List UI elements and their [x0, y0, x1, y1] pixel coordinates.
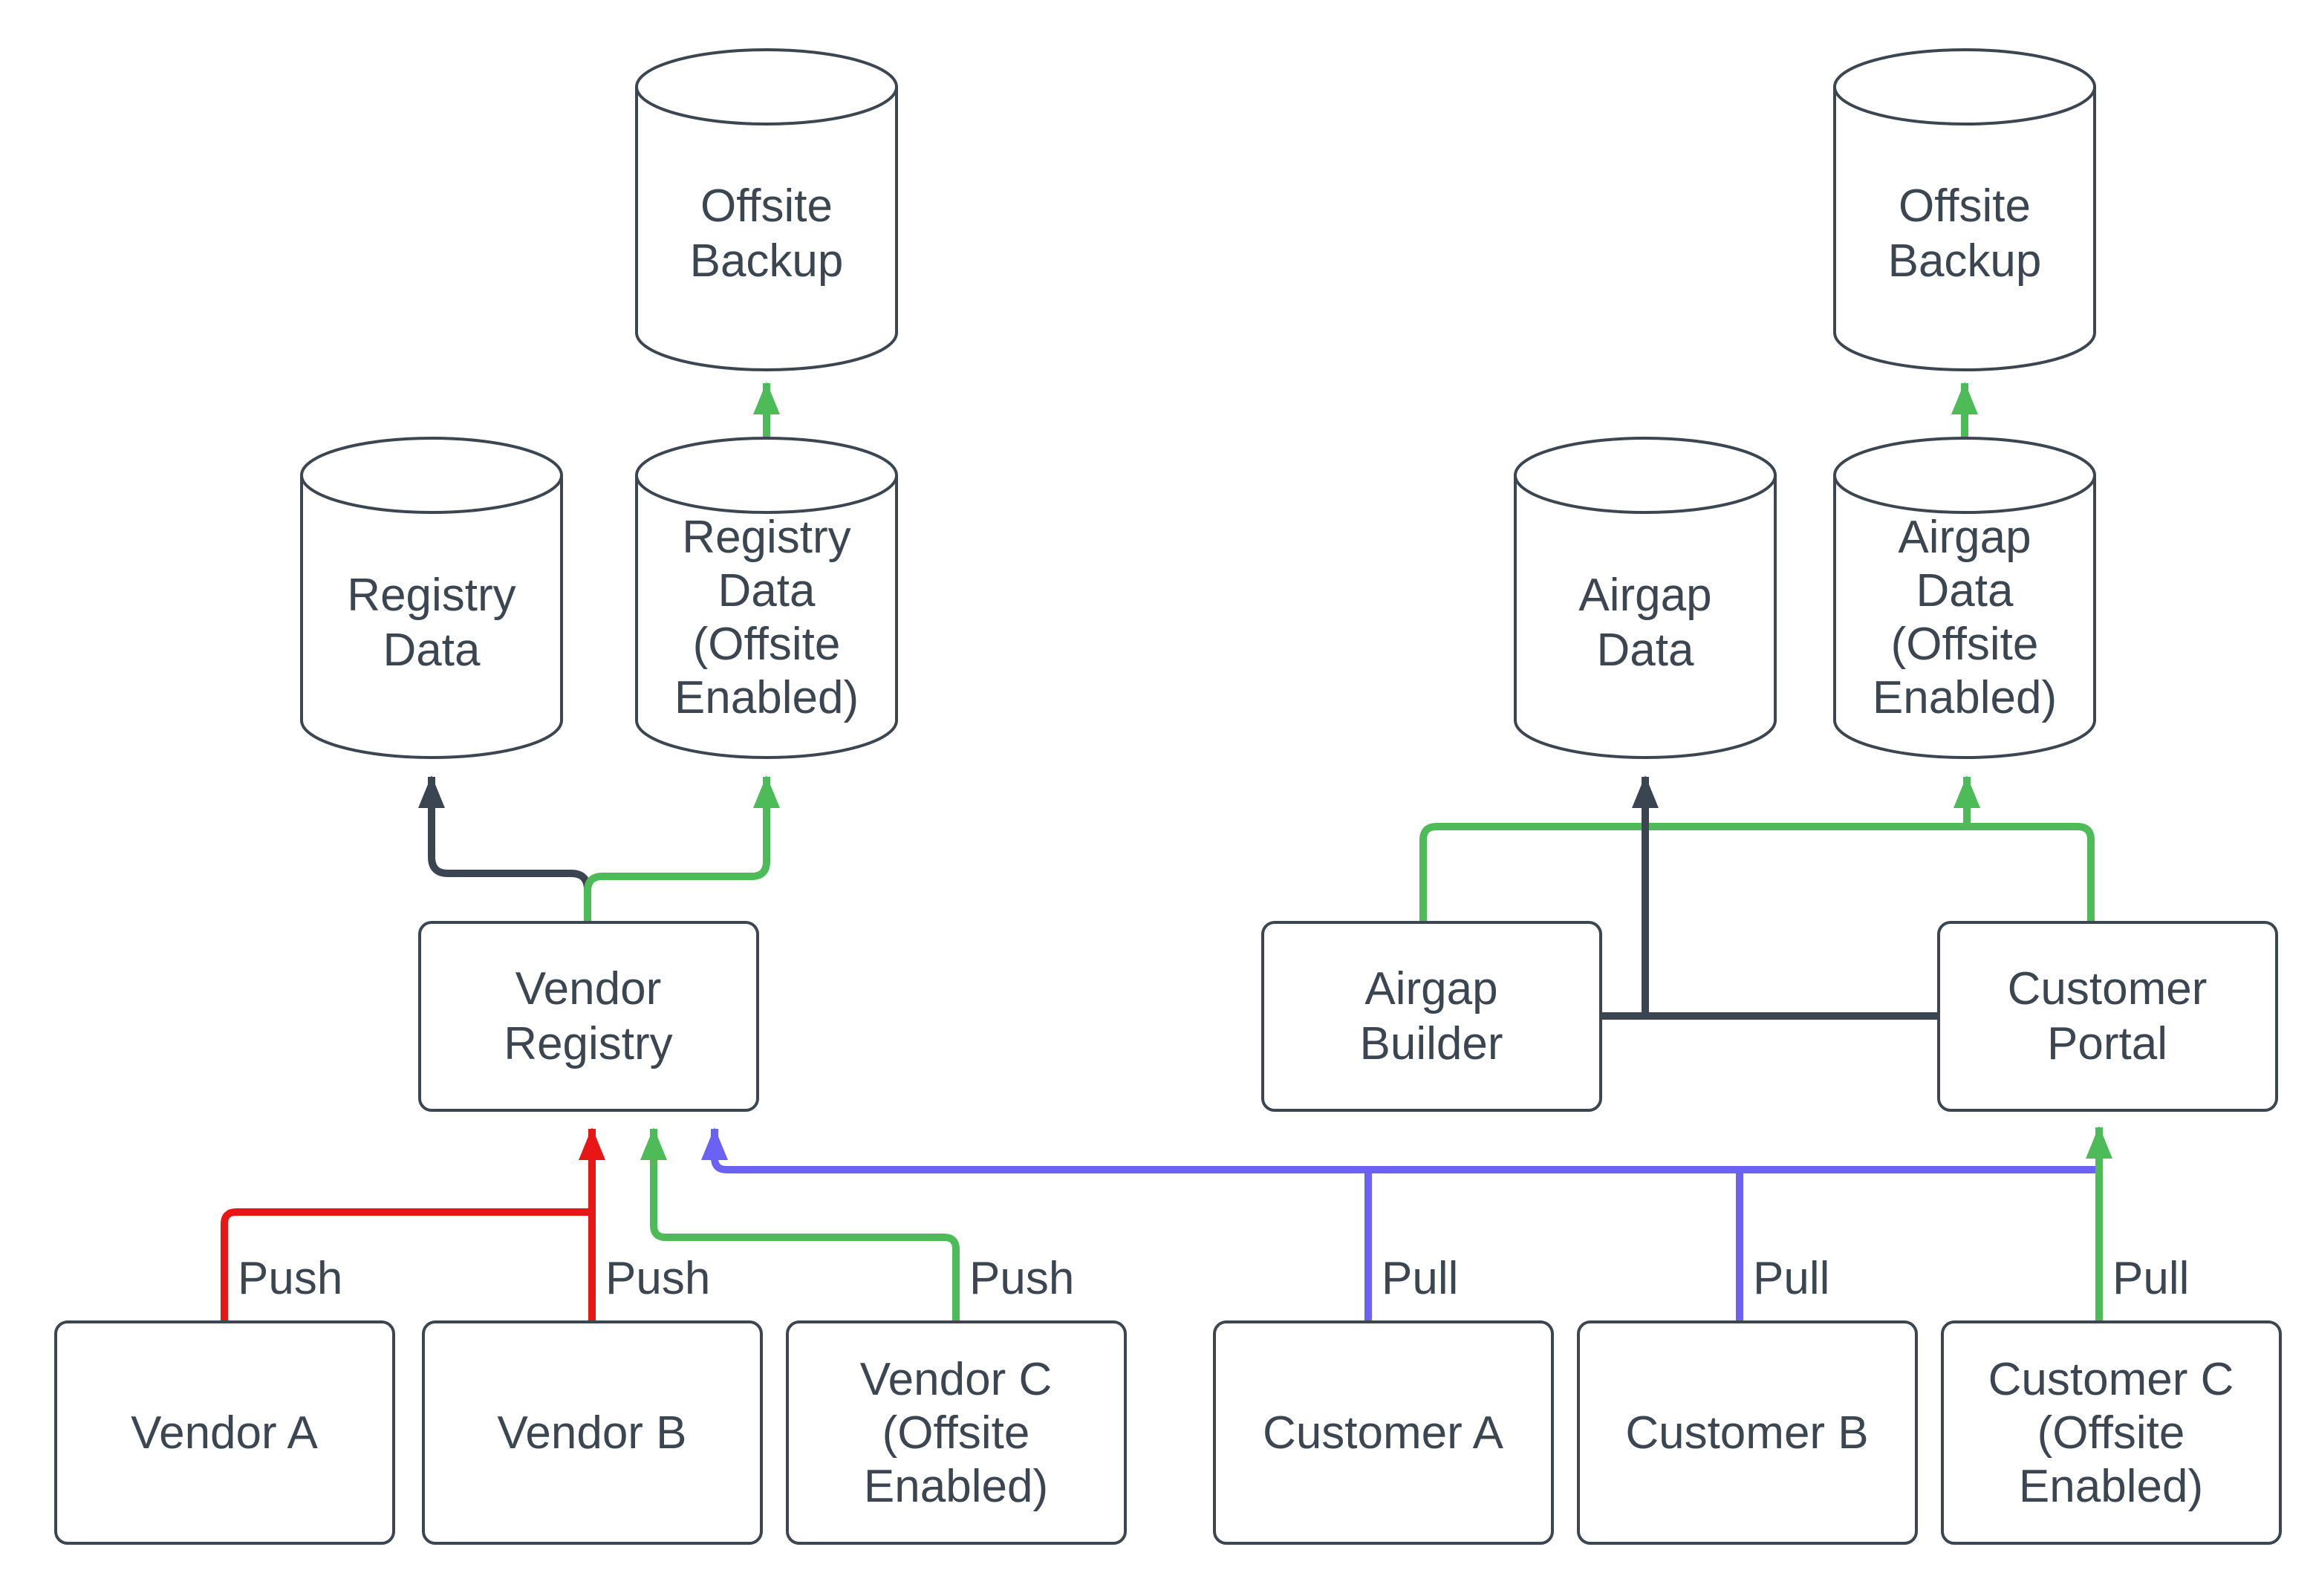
- node-label: Registry: [504, 1018, 672, 1069]
- node-airgap-data-offsite: Airgap Data (Offsite Enabled): [1833, 437, 2096, 759]
- node-customer-a: Customer A: [1213, 1320, 1554, 1545]
- cylinder-top: [635, 437, 898, 514]
- node-label: Builder: [1360, 1018, 1503, 1069]
- box: [418, 921, 759, 1112]
- node-label: (Offsite: [693, 619, 841, 670]
- cylinder-top: [1833, 437, 2096, 514]
- node-label: Backup: [690, 235, 844, 287]
- edge-vendor-a-push: [221, 1208, 592, 1322]
- node-vendor-registry: Vendor Registry: [418, 921, 759, 1112]
- node-label: Offsite: [1899, 180, 2031, 232]
- edge-vendor-registry-to-registry-data: [418, 775, 591, 890]
- node-offsite-backup-right: Offsite Backup: [1833, 48, 2096, 371]
- edge-label-pull-customer-b: Pull: [1753, 1253, 1829, 1304]
- cylinder-top: [1514, 437, 1777, 514]
- edge-label-push-vendor-a: Push: [238, 1253, 342, 1304]
- node-vendor-a: Vendor A: [54, 1320, 395, 1545]
- node-label: Airgap: [1898, 512, 2031, 563]
- node-label: Airgap: [1364, 963, 1497, 1014]
- cylinder-body: [1833, 475, 2096, 759]
- edge-green-airgap-offsite: [1419, 775, 2095, 922]
- cylinder-body: [1514, 475, 1777, 759]
- node-label: Vendor B: [497, 1407, 686, 1459]
- cylinder-top: [300, 437, 563, 514]
- node-label: (Offsite: [1891, 619, 2039, 670]
- node-label: Enabled): [2019, 1461, 2203, 1512]
- cylinder-body: [300, 475, 563, 759]
- cylinder-body: [1833, 87, 2096, 371]
- node-label: Enabled): [864, 1461, 1048, 1512]
- node-label: Customer C: [1988, 1354, 2234, 1405]
- node-label: Data: [718, 565, 816, 616]
- box: [1577, 1320, 1918, 1545]
- cylinder-body: [635, 87, 898, 371]
- box: [786, 1320, 1127, 1545]
- edge-pull-bus-to-vendor-registry: [701, 1127, 2099, 1173]
- node-label: (Offsite: [2037, 1407, 2185, 1459]
- cylinder-top: [1833, 48, 2096, 126]
- node-customer-c: Customer C (Offsite Enabled): [1941, 1320, 2282, 1545]
- node-label: Registry: [682, 512, 850, 563]
- box: [1941, 1320, 2282, 1545]
- node-label: Offsite: [700, 180, 833, 232]
- node-label: Customer B: [1625, 1407, 1868, 1459]
- edge-label-push-vendor-c: Push: [969, 1253, 1074, 1304]
- edge-vendor-c-push: [640, 1127, 960, 1322]
- edge-label-pull-customer-a: Pull: [1382, 1253, 1458, 1304]
- node-label: Portal: [2047, 1018, 2167, 1069]
- node-label: Customer: [2008, 963, 2208, 1014]
- edge-dark-airgap: [1601, 775, 1939, 1020]
- node-label: Registry: [347, 570, 515, 621]
- node-label: (Offsite: [882, 1407, 1030, 1459]
- node-label: Airgap: [1578, 570, 1711, 621]
- edge-vendor-registry-to-registry-data-offsite: [584, 775, 780, 922]
- node-label: Customer A: [1263, 1407, 1504, 1459]
- node-registry-data: Registry Data: [300, 437, 563, 759]
- node-airgap-data: Airgap Data: [1514, 437, 1777, 759]
- edge-customers-pull: [701, 1127, 2099, 1322]
- box: [54, 1320, 395, 1545]
- node-label: Enabled): [1873, 672, 2057, 723]
- box: [1937, 921, 2278, 1112]
- box: [422, 1320, 763, 1545]
- node-offsite-backup-left: Offsite Backup: [635, 48, 898, 371]
- edge-vendors-push-red: [221, 1127, 605, 1322]
- edge-label-pull-customer-c: Pull: [2112, 1253, 2189, 1304]
- node-label: Data: [1597, 625, 1694, 676]
- node-registry-data-offsite: Registry Data (Offsite Enabled): [635, 437, 898, 759]
- node-label: Vendor A: [131, 1407, 318, 1459]
- node-label: Vendor C: [860, 1354, 1053, 1405]
- node-label: Data: [383, 625, 481, 676]
- cylinder-top: [635, 48, 898, 126]
- edge-label-push-vendor-b: Push: [605, 1253, 710, 1304]
- box: [1213, 1320, 1554, 1545]
- node-customer-portal: Customer Portal: [1937, 921, 2278, 1112]
- node-customer-b: Customer B: [1577, 1320, 1918, 1545]
- node-vendor-c: Vendor C (Offsite Enabled): [786, 1320, 1127, 1545]
- node-label: Enabled): [674, 672, 859, 723]
- node-label: Backup: [1888, 235, 2042, 287]
- node-label: Vendor: [515, 963, 662, 1014]
- edge-airgap-builder-portal-green: [1419, 823, 2095, 922]
- cylinder-body: [635, 475, 898, 759]
- node-vendor-b: Vendor B: [422, 1320, 763, 1545]
- node-label: Data: [1916, 565, 2014, 616]
- node-airgap-builder: Airgap Builder: [1261, 921, 1602, 1112]
- box: [1261, 921, 1602, 1112]
